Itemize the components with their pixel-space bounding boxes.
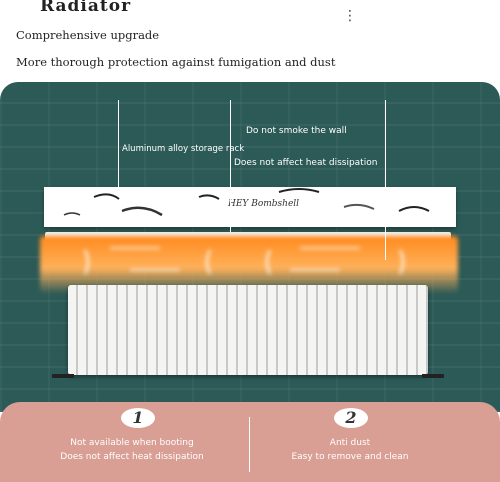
callout-smoke: Do not smoke the wall (246, 126, 347, 136)
feature-1-line-1: Not available when booting (70, 438, 194, 448)
intro-line-2: More thorough protection against fumigat… (16, 55, 336, 69)
feature-number-2: 2 (334, 408, 368, 428)
product-illustration: HEY Bombshell Aluminum alloy storage rac… (0, 82, 500, 482)
feather-pattern (63, 188, 430, 217)
shelf-cover: HEY Bombshell (44, 187, 456, 227)
brand-script: HEY Bombshell (228, 199, 300, 209)
callout-line-smoke (230, 100, 231, 232)
intro-line-1: Comprehensive upgrade (16, 28, 160, 42)
feature-2-line-1: Anti dust (329, 438, 371, 448)
callout-heat: Does not affect heat dissipation (234, 158, 378, 168)
heat-glow (40, 236, 458, 294)
heat-arrows (84, 247, 404, 275)
page-title: Radiator (40, 0, 132, 16)
left-pipe (52, 374, 74, 378)
feature-band (0, 402, 500, 482)
right-pipe (422, 374, 444, 378)
vertical-ellipsis-icon[interactable]: ⋮ (343, 8, 357, 24)
callout-line-rack (118, 100, 119, 192)
callout-line-heat (385, 100, 386, 260)
radiator-panel (68, 285, 428, 375)
feature-number-1: 1 (121, 408, 155, 428)
callout-rack: Aluminum alloy storage rack (122, 144, 245, 154)
feature-divider (249, 417, 250, 472)
feature-2-line-2: Easy to remove and clean (291, 452, 409, 462)
feature-1-line-2: Does not affect heat dissipation (60, 452, 204, 462)
